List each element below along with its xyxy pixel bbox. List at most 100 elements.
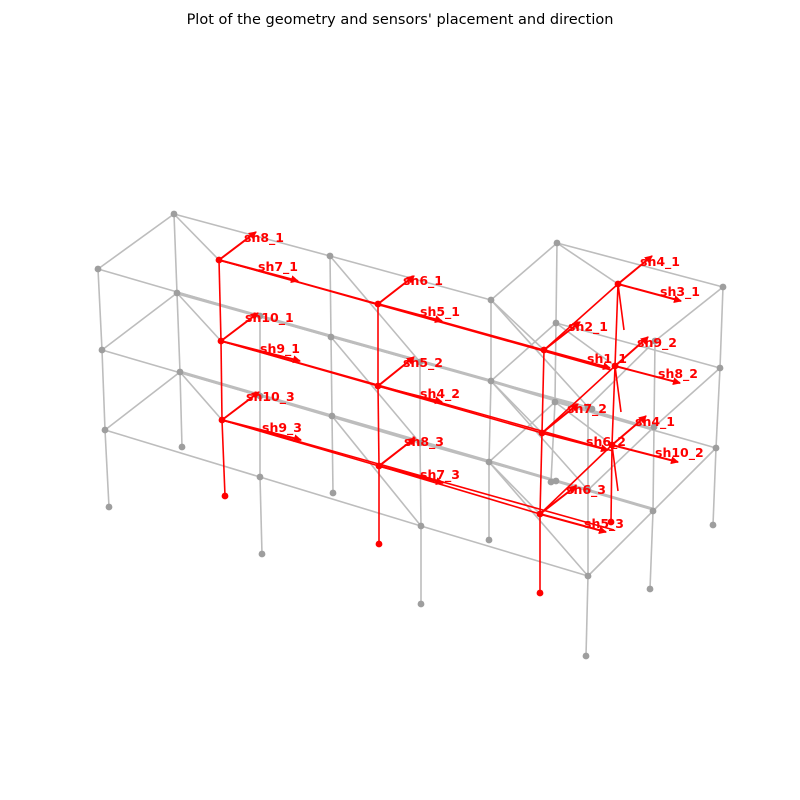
structure-node: [584, 572, 592, 580]
sensor-frame-line: [610, 444, 613, 523]
structure-beam: [104, 429, 261, 478]
structure-beam: [652, 426, 655, 512]
structure-beam: [259, 476, 263, 555]
sensor-label: sh7_3: [420, 467, 460, 483]
sensor-arrow: [377, 385, 443, 405]
sensor-node: [614, 280, 622, 288]
structure-beam: [715, 367, 721, 449]
structure-node: [650, 423, 658, 431]
sensor-arrow: [378, 465, 444, 486]
sensor-label: sh9_2: [637, 335, 677, 351]
sensor-label: sh8_2: [658, 366, 698, 382]
structure-beam: [419, 442, 422, 527]
sensor-arrow: [539, 485, 577, 515]
sensor-label: sh7_2: [567, 401, 607, 417]
sensor-arrow: [378, 437, 416, 467]
structure-node: [329, 489, 337, 497]
structure-beam: [420, 525, 589, 577]
sensor-arrow: [611, 444, 679, 465]
structure-node: [588, 405, 596, 413]
sensor-frame-line: [221, 419, 615, 531]
structure-node: [485, 536, 493, 544]
sensor-arrows: [218, 231, 682, 535]
sensor-arrow: [220, 312, 259, 342]
structure-beam: [101, 292, 178, 351]
structure-node: [712, 444, 720, 452]
structure-node: [416, 358, 424, 366]
structure-beam: [179, 371, 223, 421]
sensor-node: [221, 492, 229, 500]
structure-beam: [556, 242, 619, 285]
structure-node: [552, 477, 560, 485]
structure-beam: [101, 349, 106, 431]
structure-beam: [554, 322, 557, 403]
structure-beam: [331, 415, 422, 527]
structure-node: [417, 600, 425, 608]
sensor-node: [536, 589, 544, 597]
structure-beam: [176, 292, 181, 373]
structure-beam: [330, 336, 333, 417]
sensor-frame-line: [614, 365, 622, 413]
sensor-frame-line: [539, 444, 613, 515]
sensor-arrow: [543, 349, 611, 371]
sensor-node: [607, 518, 615, 526]
sensor-label: sh10_3: [246, 389, 295, 405]
structure-node: [105, 503, 113, 511]
structure-node: [553, 239, 561, 247]
structure-node: [551, 398, 559, 406]
sensor-frame-line: [541, 349, 545, 434]
structure-node: [258, 550, 266, 558]
structure-beam: [587, 426, 655, 491]
sensor-node: [217, 337, 225, 345]
sensor-nodes: [215, 256, 622, 597]
sensor-arrow: [377, 303, 443, 324]
sensor-node: [218, 416, 226, 424]
sensor-arrow: [617, 283, 682, 304]
structure-node: [170, 210, 178, 218]
sensor-arrow: [541, 432, 609, 453]
structure-beam: [554, 401, 613, 446]
structure-node: [487, 296, 495, 304]
structure-node: [178, 443, 186, 451]
structure-beam: [329, 255, 332, 338]
structure-node: [173, 289, 181, 297]
structure-beam: [179, 370, 492, 464]
structure-node: [485, 458, 493, 466]
sensor-arrow: [611, 415, 647, 446]
sensor-label: sh5_3: [584, 516, 624, 532]
sensor-label: sh5_2: [403, 355, 443, 371]
structure-beam: [654, 286, 724, 342]
sensor-node: [375, 540, 383, 548]
structure-beam: [97, 268, 103, 351]
sensor-label: sh10_1: [245, 310, 294, 326]
sensor-arrow: [617, 255, 653, 285]
sensor-frame-line: [377, 385, 380, 467]
sensor-arrow: [539, 513, 607, 535]
structure-node: [649, 507, 657, 515]
structure-beam: [490, 299, 545, 351]
sensor-frame-line: [218, 259, 222, 342]
sensor-arrow: [614, 336, 649, 367]
sensor-label: sh6_1: [403, 273, 443, 289]
structure-beam: [331, 415, 334, 494]
structure-beam: [330, 336, 421, 444]
structure-node: [416, 439, 424, 447]
structure-beam: [329, 255, 421, 363]
structure-beam: [179, 371, 183, 448]
sensor-frame-line: [611, 365, 616, 446]
structure-beam: [587, 510, 654, 577]
sensor-arrow: [541, 403, 579, 434]
structure-node: [651, 337, 659, 345]
sensor-label: sh9_3: [262, 420, 302, 436]
sensor-label: sh4_1: [640, 254, 680, 270]
structure-beam: [488, 461, 541, 515]
sensor-label: sh7_1: [258, 259, 298, 275]
sensor-frame-line: [617, 283, 625, 331]
plot-title: Plot of the geometry and sensors' placem…: [186, 12, 614, 28]
sensor-arrow: [377, 275, 415, 305]
structure-beam: [555, 242, 558, 324]
sensor-frame-line: [541, 365, 616, 434]
sensor-arrow: [543, 321, 581, 351]
sensor-frame-line: [221, 419, 226, 497]
